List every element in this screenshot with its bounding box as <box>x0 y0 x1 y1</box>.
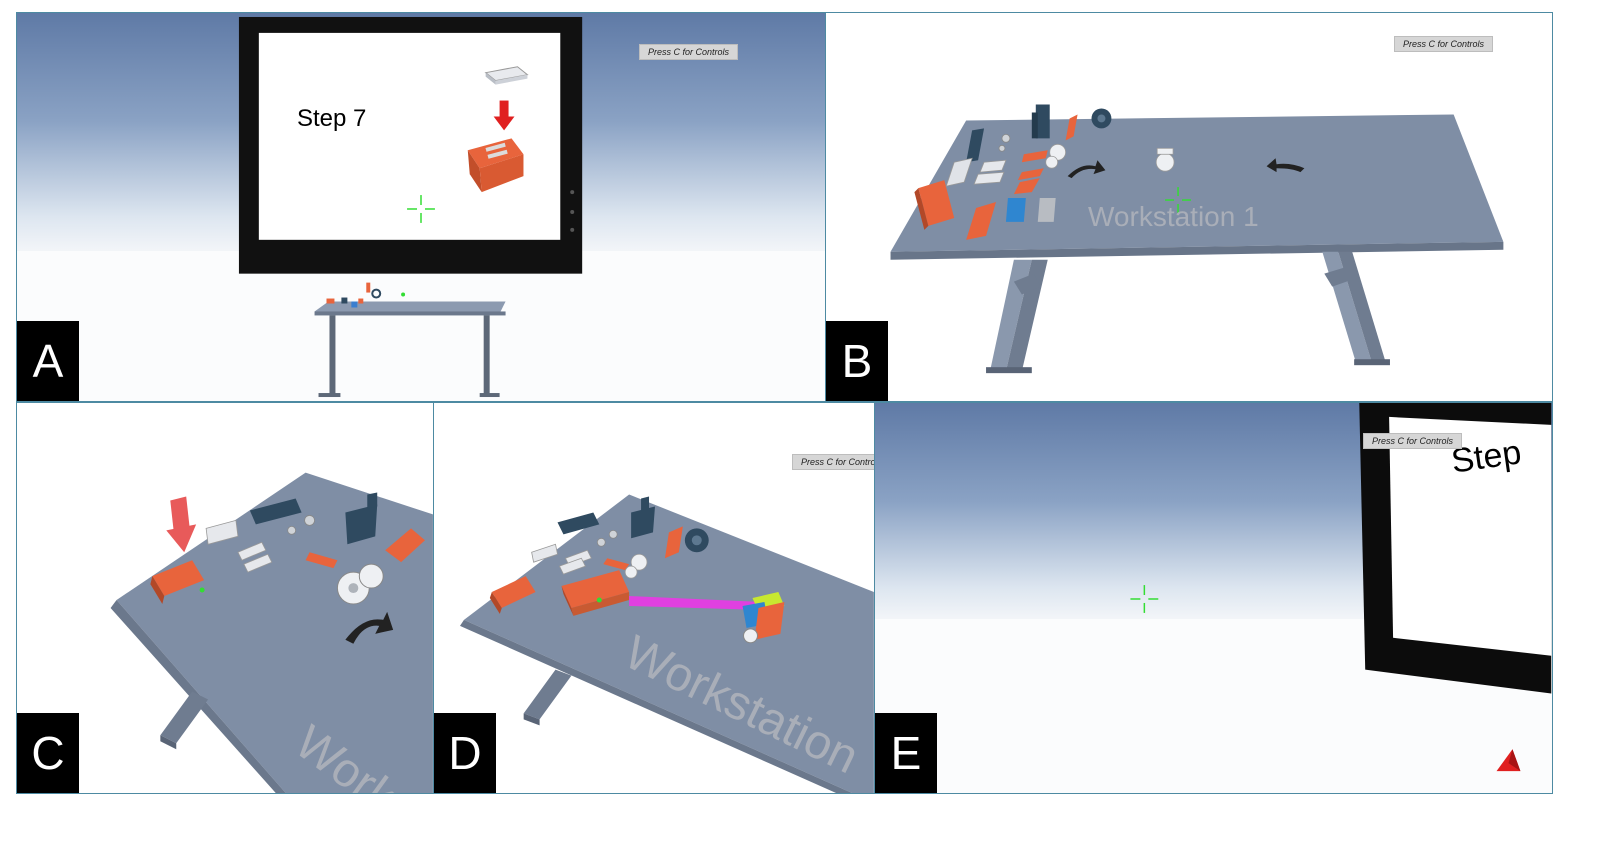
orange-assembly-part <box>467 138 524 193</box>
workstation-table <box>314 282 506 398</box>
crosshair <box>407 195 435 223</box>
monitor-button <box>570 227 575 232</box>
held-orange-part <box>561 570 630 616</box>
rotate-arrow-icon <box>1067 160 1106 179</box>
panel-letter: A <box>17 321 79 401</box>
step-label: Step 7 <box>297 105 367 132</box>
monitor-screen <box>258 32 561 240</box>
panel-letter: E <box>875 713 937 793</box>
controls-hint: Press C for Controls <box>1394 36 1494 52</box>
compass-arrow-icon <box>1496 749 1521 772</box>
controls-hint: Press C for Controls <box>639 44 739 60</box>
table-parts <box>150 492 425 605</box>
scene-c <box>110 472 433 793</box>
scene-e <box>1130 403 1552 772</box>
workstation-table <box>110 472 433 793</box>
magenta-beam <box>629 596 763 610</box>
controls-hint: Press C for Controls <box>1363 433 1463 449</box>
scene-a <box>238 16 583 398</box>
workstation-label: Workstation 1 <box>1088 201 1259 232</box>
table-parts <box>489 496 709 614</box>
controls-hint: Press C for Controls <box>792 454 874 470</box>
rotate-arrow-icon <box>1266 158 1305 173</box>
panel-d: Workstation Press C for Controls D <box>433 402 875 794</box>
panel-c: Work C <box>16 402 434 794</box>
ground <box>17 251 825 401</box>
scene-b <box>890 104 1504 374</box>
panel-b: Workstation 1 Press C for Controls B <box>825 12 1553 402</box>
monitor-button <box>570 190 575 195</box>
assembly-part <box>742 592 785 644</box>
pink-down-arrow <box>166 496 197 553</box>
red-down-arrow <box>493 100 515 131</box>
table-parts <box>914 104 1175 240</box>
panel-letter: B <box>826 321 888 401</box>
monitor-button <box>570 209 575 214</box>
panel-letter: C <box>17 713 79 793</box>
crosshair <box>1165 187 1191 213</box>
panel-letter: D <box>434 713 496 793</box>
instruction-monitor <box>1359 403 1552 694</box>
scene-d <box>459 494 874 793</box>
white-plate-part <box>484 66 529 85</box>
panel-a: Step 7 Press C for Controls A <box>16 12 826 402</box>
rotate-arrow-icon <box>345 611 394 644</box>
crosshair <box>1130 585 1159 613</box>
workstation-table <box>890 114 1504 374</box>
panel-e: Step Press C for Controls E <box>874 402 1553 794</box>
